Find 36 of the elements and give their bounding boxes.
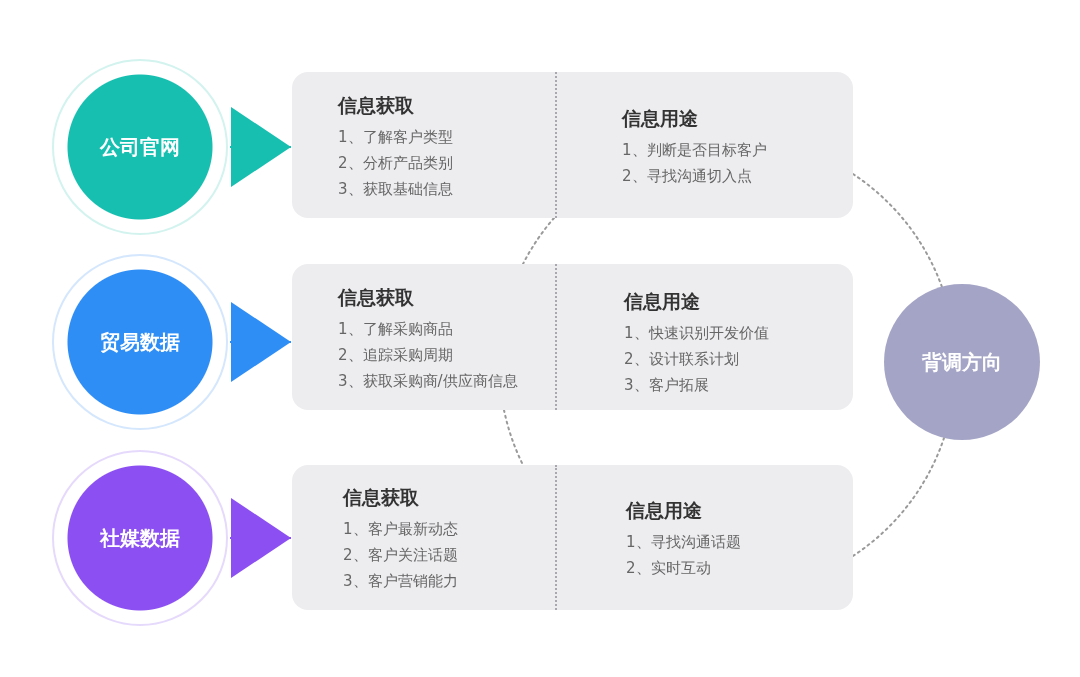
circle-node: 社媒数据 [52, 450, 228, 626]
list-item: 1、判断是否目标客户 [622, 140, 768, 161]
dotted-arc [522, 217, 555, 265]
dotted-arc [852, 437, 945, 557]
list-item: 2、追踪采购周期 [338, 345, 454, 366]
list-item: 2、分析产品类别 [338, 153, 454, 174]
heading: 信息获取 [338, 285, 415, 310]
list-item: 1、快速识别开发价值 [624, 323, 770, 344]
list-item: 3、获取采购商/供应商信息 [338, 371, 519, 392]
list-item: 1、寻找沟通话题 [626, 532, 742, 553]
list-item: 3、客户拓展 [624, 375, 710, 396]
heading: 信息用途 [622, 106, 699, 131]
heading: 信息获取 [343, 485, 420, 510]
list-item: 1、了解客户类型 [338, 127, 454, 148]
rounded-box [292, 72, 853, 218]
heading: 信息获取 [338, 93, 415, 118]
dotted-arc [852, 173, 943, 288]
list-item: 2、实时互动 [626, 558, 712, 579]
circle-node: 背调方向 [884, 284, 1040, 440]
list-item: 3、客户营销能力 [343, 571, 459, 592]
arrow [229, 498, 292, 578]
rounded-box [292, 264, 853, 410]
circle-node: 公司官网 [52, 59, 228, 235]
list-item: 2、客户关注话题 [343, 545, 459, 566]
list-item: 1、了解采购商品 [338, 319, 454, 340]
arrow [229, 302, 292, 382]
arrow [229, 107, 292, 187]
list-item: 2、设计联系计划 [624, 349, 740, 370]
list-item: 2、寻找沟通切入点 [622, 166, 753, 187]
list-item: 1、客户最新动态 [343, 519, 459, 540]
heading: 信息用途 [626, 498, 703, 523]
list-item: 3、获取基础信息 [338, 179, 454, 200]
circle-node: 贸易数据 [52, 254, 228, 430]
dotted-arc [503, 409, 524, 466]
heading: 信息用途 [624, 289, 701, 314]
rounded-box [292, 465, 853, 610]
